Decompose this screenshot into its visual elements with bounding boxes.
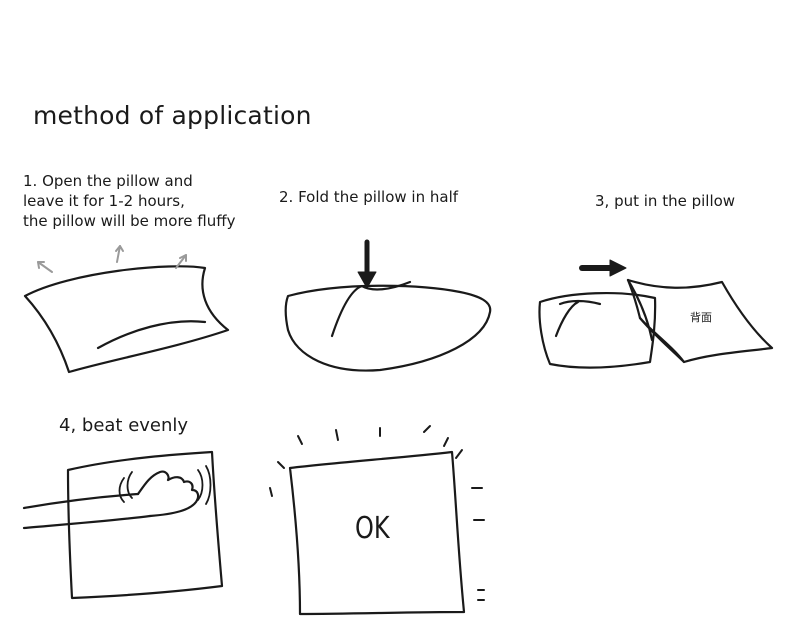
step-3-inner-crease xyxy=(554,299,602,338)
step-2-fold-illustration xyxy=(284,239,492,372)
cover-back-label: 背面 xyxy=(690,311,712,324)
step-3-line-1: 3, put in the pillow xyxy=(595,192,736,210)
step-1-line-3: the pillow will be more fluffy xyxy=(23,212,236,230)
step-2-pillow-outline xyxy=(284,284,492,372)
step-2-line-1: 2. Fold the pillow in half xyxy=(279,188,459,206)
page-title: method of application xyxy=(33,100,312,130)
step-4-motion-lines xyxy=(118,465,212,505)
step-2-text: 2. Fold the pillow in half xyxy=(279,187,458,207)
step-4-text: 4, beat evenly xyxy=(59,416,188,436)
step-3-text: 3, put in the pillow xyxy=(595,191,735,211)
step-3-inner-pillow xyxy=(538,292,657,369)
step-4-arm xyxy=(22,492,152,530)
step-1-pillow-crease xyxy=(96,320,207,350)
ok-label: OK xyxy=(355,511,390,546)
step-1-pillow-outline xyxy=(23,265,230,374)
step-4-beat-illustration xyxy=(22,450,224,600)
step-4-pillow-outline xyxy=(66,450,224,600)
step-1-fluff-arrows xyxy=(37,245,187,273)
step-1-pillow-illustration xyxy=(23,245,230,374)
step-3-cover-opening xyxy=(626,278,686,364)
step-1-line-1: 1. Open the pillow and xyxy=(23,172,193,190)
step-2-down-arrow-head xyxy=(357,271,377,289)
step-4-line-1: 4, beat evenly xyxy=(59,415,189,436)
step-5-pillow-outline xyxy=(288,450,466,616)
step-3-insert-illustration xyxy=(538,259,774,369)
step-5-ok-illustration xyxy=(269,425,485,616)
step-3-right-arrow-head xyxy=(609,259,627,277)
step-2-fold-line xyxy=(330,280,412,338)
step-1-text: 1. Open the pillow and leave it for 1-2 … xyxy=(23,171,235,231)
step-1-line-2: leave it for 1-2 hours, xyxy=(23,192,185,210)
step-4-hand xyxy=(136,470,200,518)
step-5-sparkle-lines xyxy=(269,425,485,601)
